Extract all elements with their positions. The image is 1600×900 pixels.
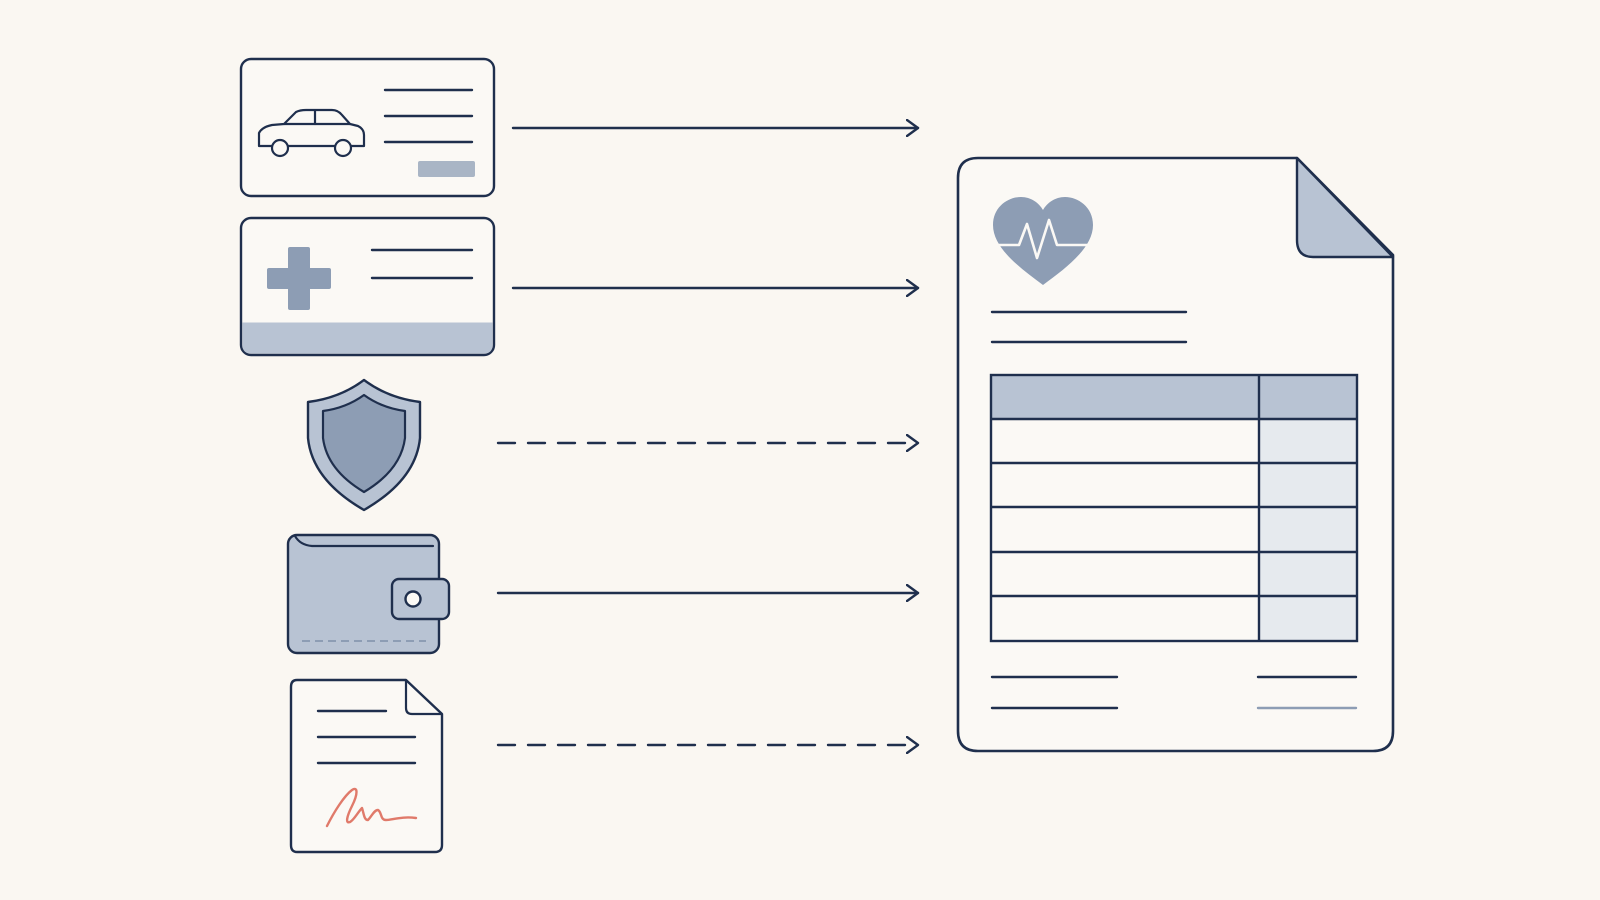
health-insurance-card: [239, 216, 496, 357]
medical-cross-icon: [267, 247, 331, 310]
car-icon: [257, 108, 366, 158]
card-text-lines: [383, 88, 474, 144]
card-footer-band: [242, 323, 493, 354]
card-text-lines: [370, 248, 474, 280]
connectors: [496, 128, 920, 745]
document-header-lines: [990, 310, 1188, 344]
heart-pulse-icon: [993, 197, 1093, 285]
shield-icon: [306, 378, 422, 512]
signature-icon: [325, 787, 418, 828]
document-footer-lines: [990, 675, 1358, 710]
page-fold: [1295, 156, 1395, 259]
medical-bill-document: [956, 156, 1395, 753]
vehicle-registration-card: [239, 57, 496, 198]
card-badge: [418, 161, 475, 177]
page-fold: [404, 680, 442, 716]
bill-table: [989, 373, 1359, 643]
document-text-lines: [316, 709, 417, 765]
signed-document: [289, 678, 444, 854]
wallet-icon: [286, 533, 451, 655]
